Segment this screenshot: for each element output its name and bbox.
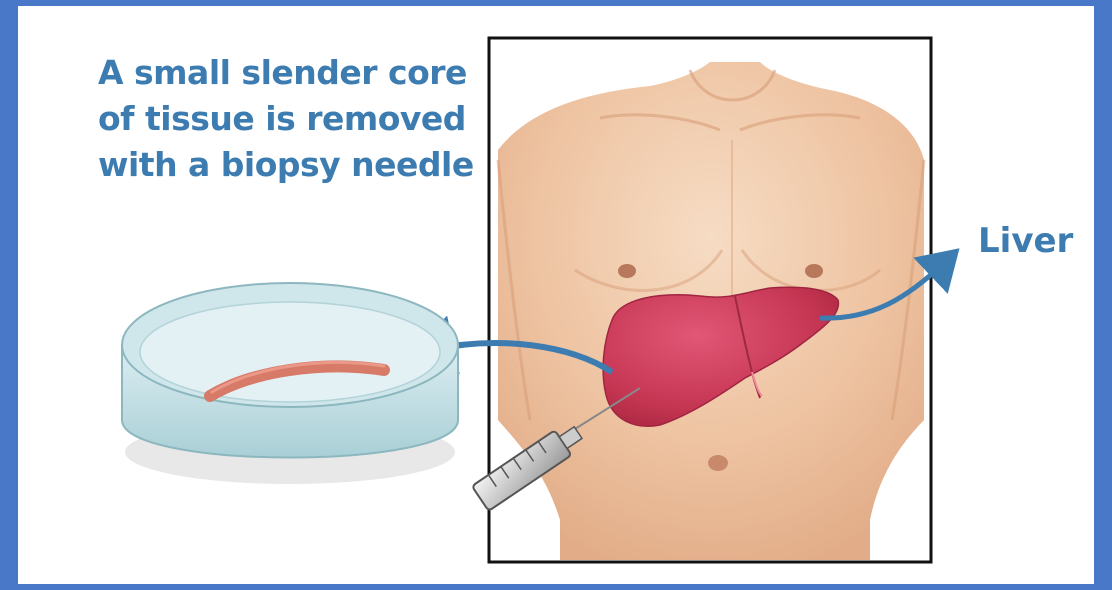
navel bbox=[708, 455, 728, 471]
dish-inner bbox=[140, 302, 440, 402]
nipple-left bbox=[618, 264, 636, 278]
nipple-right bbox=[805, 264, 823, 278]
petri-dish-icon bbox=[122, 283, 458, 484]
torso-panel bbox=[472, 38, 945, 562]
